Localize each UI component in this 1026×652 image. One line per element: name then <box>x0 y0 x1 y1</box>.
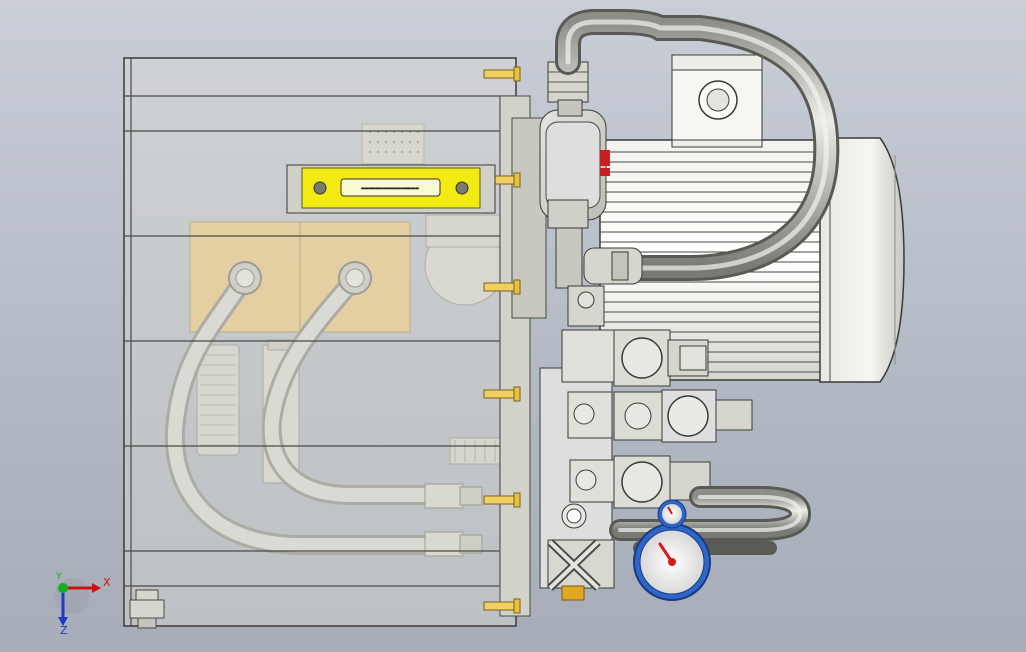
pipe-elbow-fitting <box>583 247 643 285</box>
motor-terminal-box <box>671 54 763 148</box>
x-axis-label: X <box>103 576 111 589</box>
ball-valve-handle[interactable] <box>547 539 615 601</box>
pump-assembly[interactable] <box>539 61 610 289</box>
orientation-triad: X Y Z <box>54 572 111 637</box>
valve-block-3[interactable] <box>569 455 711 509</box>
z-axis-label: Z <box>60 624 68 637</box>
pressure-pipe <box>555 8 840 281</box>
drain-plug[interactable] <box>129 589 165 629</box>
valve-block-2[interactable] <box>567 389 753 443</box>
main-pressure-gauge[interactable] <box>633 499 711 601</box>
internal-hoses <box>164 261 465 555</box>
suction-filter <box>196 344 240 456</box>
valve-manifold-stack[interactable] <box>539 285 753 601</box>
brass-plug <box>561 585 585 601</box>
y-axis-dot <box>58 583 68 593</box>
tank-body <box>123 57 517 627</box>
reservoir-tank[interactable]: ▬▬▬▬▬▬▬▬▬▬▬▬▬▬▬▬ <box>123 57 547 629</box>
tank-cover-studs <box>483 66 521 614</box>
pump-coupling-inside <box>424 214 519 465</box>
small-pressure-gauge[interactable] <box>561 503 587 529</box>
level-gauge-scale: ▬▬▬▬▬▬▬▬▬▬▬▬▬▬▬▬ <box>361 185 419 192</box>
valve-block-1[interactable] <box>561 329 709 387</box>
y-axis-label: Y <box>55 572 62 582</box>
hose-fittings <box>424 483 483 557</box>
pump-red-marker <box>600 150 610 166</box>
motor-fan-cover <box>819 137 905 383</box>
oil-level-gauge[interactable]: ▬▬▬▬▬▬▬▬▬▬▬▬▬▬▬▬ <box>286 164 496 214</box>
